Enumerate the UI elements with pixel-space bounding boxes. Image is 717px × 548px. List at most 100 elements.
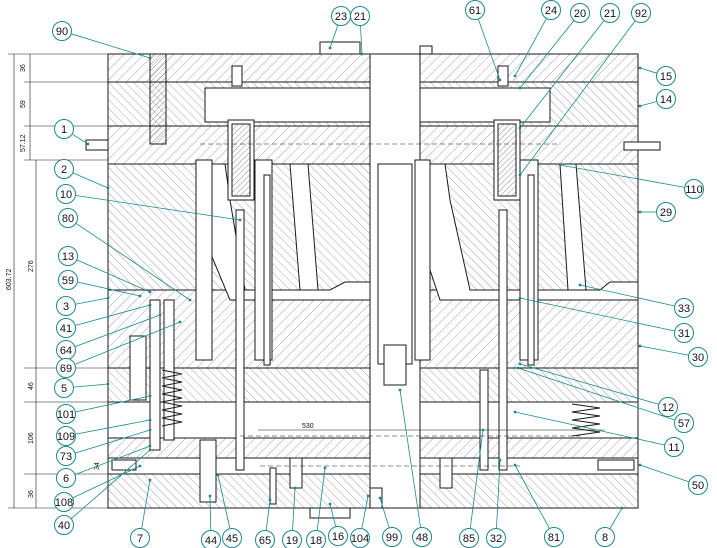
- callout-leader: [519, 20, 636, 176]
- callout-arrow: [638, 104, 642, 108]
- callout-number: 99: [386, 532, 398, 544]
- callout-19: 19: [282, 486, 302, 548]
- callout-arrow: [138, 294, 142, 298]
- callout-circle: [656, 66, 676, 86]
- callout-circle: [656, 202, 676, 222]
- callout-number: 21: [354, 11, 366, 23]
- callout-number: 29: [660, 207, 672, 219]
- callout-arrow: [148, 290, 152, 294]
- callout-number: 7: [137, 533, 143, 545]
- callout-arrow: [158, 313, 162, 317]
- callout-number: 30: [692, 352, 704, 364]
- callout-leader: [265, 499, 271, 531]
- callout-arrow: [148, 478, 152, 482]
- callout-arrow: [498, 458, 502, 462]
- callout-leader: [75, 321, 181, 365]
- callout-leader: [71, 449, 151, 519]
- callout-leader: [469, 429, 484, 529]
- callout-leader: [209, 495, 212, 531]
- callout-16: 16: [328, 502, 348, 546]
- callout-arrow: [86, 142, 90, 146]
- side-fittings: [85, 41, 661, 471]
- callout-number: 2: [61, 164, 67, 176]
- callout-circle: [674, 298, 694, 318]
- callout-leader: [75, 314, 161, 347]
- callout-32: 32: [486, 458, 506, 548]
- callout-number: 85: [463, 533, 475, 545]
- callout-circle: [595, 527, 615, 547]
- callout-41: 41: [56, 303, 152, 338]
- callout-number: 65: [259, 535, 271, 547]
- callout-11: 11: [513, 410, 684, 457]
- callout-number: 64: [60, 345, 72, 357]
- callout-leader: [76, 223, 191, 301]
- callout-leader: [75, 419, 151, 435]
- callout-arrow: [638, 210, 642, 214]
- callout-number: 24: [545, 5, 557, 17]
- callout-leader: [519, 20, 605, 129]
- callout-31: 31: [518, 296, 694, 343]
- callout-18: 18: [306, 466, 327, 548]
- callout-leader: [514, 464, 550, 529]
- callout-104: 104: [350, 494, 370, 548]
- callout-leader: [75, 195, 241, 221]
- callout-69: 69: [56, 320, 182, 378]
- callout-number: 33: [678, 303, 690, 315]
- callout-number: 19: [286, 535, 298, 547]
- callout-20: 20: [518, 3, 590, 90]
- callout-number: 5: [61, 383, 67, 395]
- callout-73: 73: [56, 428, 152, 466]
- callout-number: 81: [548, 532, 560, 544]
- callout-circle: [54, 378, 74, 398]
- callout-arrow: [481, 428, 485, 432]
- callout-arrow: [558, 163, 562, 167]
- callout-number: 14: [660, 94, 672, 106]
- callout-leader: [379, 497, 390, 528]
- callout-arrow: [148, 428, 152, 432]
- callout-leader: [514, 411, 665, 446]
- dim-276: 276: [28, 260, 35, 272]
- callout-arrow: [513, 74, 517, 78]
- mold-plates: [107, 53, 639, 509]
- dim-530: 530: [302, 423, 314, 430]
- callout-leader: [217, 474, 231, 529]
- callout-leader: [519, 20, 575, 89]
- callout-circle: [656, 89, 676, 109]
- callout-arrow: [106, 382, 110, 386]
- callout-circle: [54, 492, 74, 512]
- callout-arrow: [148, 56, 152, 60]
- callout-leader: [73, 172, 109, 189]
- callout-number: 20: [574, 8, 586, 20]
- ejector-pins: [129, 174, 535, 503]
- callout-leader: [399, 389, 421, 528]
- callout-leader: [639, 101, 657, 107]
- callout-circle: [674, 323, 694, 343]
- callout-leader: [76, 259, 151, 293]
- callout-arrow: [323, 466, 327, 470]
- callout-33: 33: [578, 283, 694, 318]
- callout-leader: [72, 465, 141, 499]
- dim-57-12: 57.12: [20, 134, 27, 152]
- callout-48: 48: [398, 388, 432, 547]
- callout-circle: [684, 179, 704, 199]
- callout-arrow: [208, 494, 212, 498]
- callout-arrow: [516, 366, 520, 370]
- callout-arrow: [138, 464, 142, 468]
- callout-5: 5: [54, 378, 110, 398]
- callout-number: 57: [678, 418, 690, 430]
- callout-number: 12: [662, 402, 674, 414]
- callout-circle: [658, 397, 678, 417]
- callout-circle: [282, 530, 302, 548]
- callout-circle: [570, 3, 590, 23]
- callout-circle: [328, 526, 348, 546]
- callout-21: 21: [350, 6, 370, 56]
- callout-leader: [639, 67, 657, 74]
- callout-number: 80: [62, 213, 74, 225]
- callout-number: 90: [56, 26, 68, 38]
- callout-leader: [514, 18, 547, 77]
- callout-leader: [75, 304, 151, 326]
- callout-leader: [329, 503, 336, 527]
- callout-57: 57: [516, 366, 694, 433]
- callout-circle: [465, 0, 485, 20]
